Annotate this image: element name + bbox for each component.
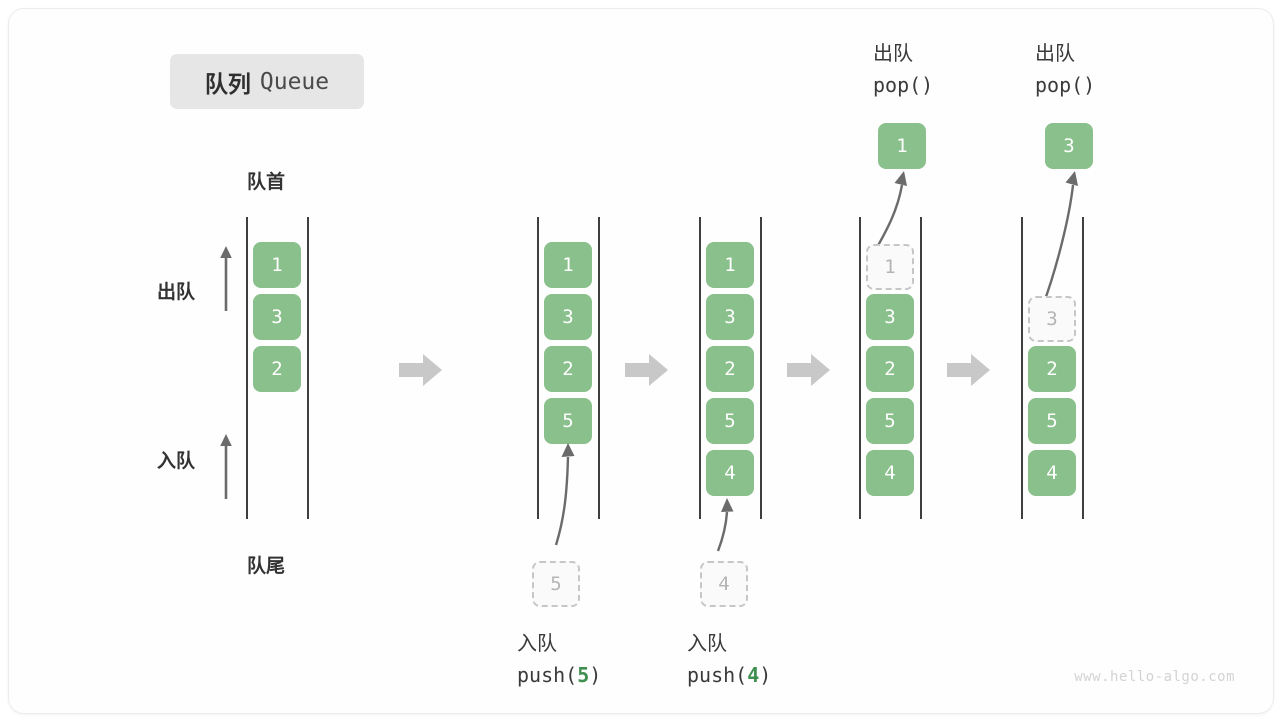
diagram-title-badge: 队列 Queue [170,54,364,109]
queue-cell: 5 [706,398,754,444]
queue-cell: 5 [1028,398,1076,444]
step-arrow [947,354,990,386]
incoming-ghost-cell: 5 [532,561,580,607]
dequeue-direction-arrow [220,246,232,311]
incoming-ghost-cell: 4 [700,561,748,607]
dequeue-caption-call: pop() [1035,73,1096,97]
enqueue-caption-col2: 入队 push(5) [517,629,601,691]
queue-cell-new: 5 [544,398,592,444]
step-arrow [625,354,668,386]
queue-rail-right-col4 [920,217,922,519]
front-label: 队首 [247,172,286,193]
enqueue-arrow-col3 [716,498,734,552]
dequeue-caption-cn: 出队 [873,43,913,65]
queue-cell-removed: 3 [1028,296,1076,342]
dequeue-caption-col4: 出队 pop() [873,39,933,101]
dequeue-caption-cn: 出队 [1035,43,1075,65]
queue-cell: 1 [544,242,592,288]
queue-cell-removed: 1 [866,244,914,290]
enqueue-caption-col3: 入队 push(4) [687,629,771,691]
queue-cell: 2 [544,346,592,392]
queue-cell: 3 [544,294,592,340]
queue-cell: 4 [866,450,914,496]
step-arrow [399,354,442,386]
enqueue-caption-call: push(5) [517,663,602,687]
queue-cell: 2 [1028,346,1076,392]
step-arrow [787,354,830,386]
dequeue-caption-call: pop() [873,73,934,97]
watermark: www.hello-algo.com [1074,669,1235,685]
queue-cell: 1 [253,242,301,288]
queue-rail-left-col3 [699,217,701,519]
title-english: Queue [259,68,330,95]
queue-cell-new: 4 [706,450,754,496]
queue-rail-left-col4 [859,217,861,519]
queue-cell: 3 [866,294,914,340]
dequeue-arrow-col5 [1041,171,1078,306]
enqueue-direction-arrow [220,434,232,499]
queue-cell: 2 [866,346,914,392]
queue-rail-left-col5 [1021,217,1023,519]
queue-rail-right-col5 [1082,217,1084,519]
title-chinese: 队列 [204,70,251,97]
queue-rail-left-col2 [537,217,539,519]
dequeue-caption-col5: 出队 pop() [1035,39,1095,101]
queue-cell: 3 [253,294,301,340]
diagram-card: 队列 Queue 队首 队尾 1 3 2 出队 入队 1 3 2 5 5 入队 … [8,8,1274,714]
queue-cell: 5 [866,398,914,444]
queue-rail-right-col3 [760,217,762,519]
enqueue-arrow-col2 [554,443,575,546]
rear-label: 队尾 [247,556,286,577]
dequeue-direction-label: 出队 [157,282,196,303]
queue-cell: 3 [706,294,754,340]
enqueue-direction-label: 入队 [157,451,196,472]
enqueue-caption-cn: 入队 [687,633,727,655]
queue-cell: 4 [1028,450,1076,496]
queue-rail-right-col1 [307,217,309,519]
queue-rail-left-col1 [246,217,248,519]
queue-rail-right-col2 [598,217,600,519]
enqueue-caption-cn: 入队 [517,633,557,655]
dequeue-arrow-col4 [873,171,907,252]
popped-cell: 1 [878,123,926,169]
popped-cell: 3 [1045,123,1093,169]
queue-cell: 1 [706,242,754,288]
queue-cell: 2 [706,346,754,392]
queue-cell: 2 [253,346,301,392]
enqueue-caption-call: push(4) [687,663,772,687]
